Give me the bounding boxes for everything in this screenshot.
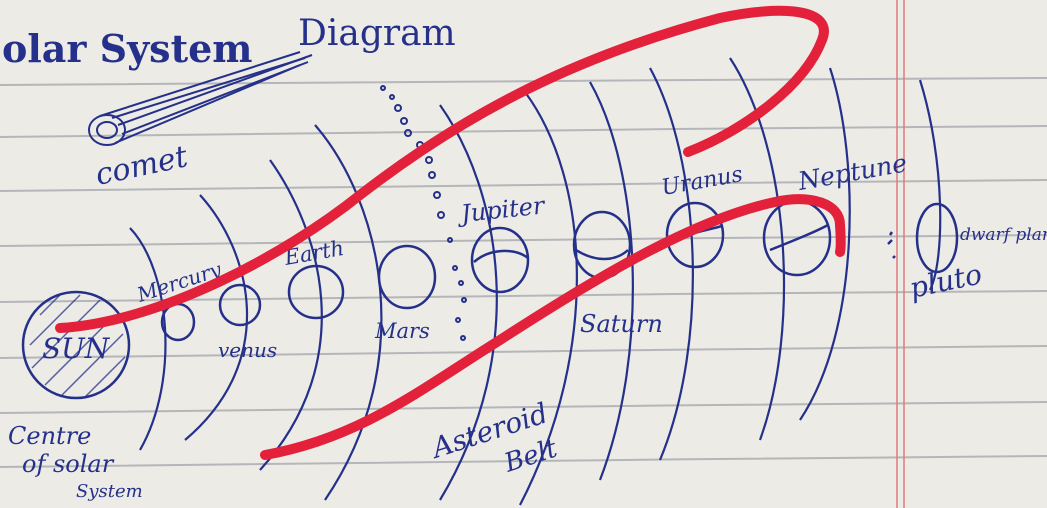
asteroid-belt-dots (380, 85, 467, 341)
centre-line-1: Centre (8, 422, 91, 450)
comet-drawing (88, 51, 313, 146)
comet-label: comet (92, 139, 191, 193)
margin-lines (896, 0, 905, 508)
venus-label: venus (218, 338, 277, 362)
red-marker-strokes (55, 5, 846, 460)
venus-planet (218, 283, 262, 327)
earth-planet (287, 264, 345, 320)
uranus-planet (665, 201, 725, 269)
centre-line-2: of solar (22, 450, 115, 478)
title-solar-system: olar System (2, 26, 253, 71)
pluto-label: pluto (907, 257, 985, 304)
mars-label: Mars (374, 319, 430, 343)
jupiter-label: Jupiter (455, 191, 547, 228)
orbit-lines (129, 57, 942, 506)
title-diagram: Diagram (298, 13, 456, 54)
mercury-planet (160, 302, 196, 342)
jupiter-planet (470, 226, 530, 294)
saturn-label: Saturn (580, 310, 663, 338)
neptune-label: Neptune (795, 148, 909, 196)
mars-planet (377, 244, 437, 310)
centre-line-3: System (76, 481, 143, 502)
pluto-planet (915, 202, 959, 274)
dwarf-planets-label: dwarf planets (960, 225, 1047, 245)
sun-label: SUN (42, 332, 111, 365)
sun-drawing (21, 290, 131, 400)
ruled-lines (0, 77, 1047, 468)
uranus-label: Uranus (660, 162, 745, 201)
